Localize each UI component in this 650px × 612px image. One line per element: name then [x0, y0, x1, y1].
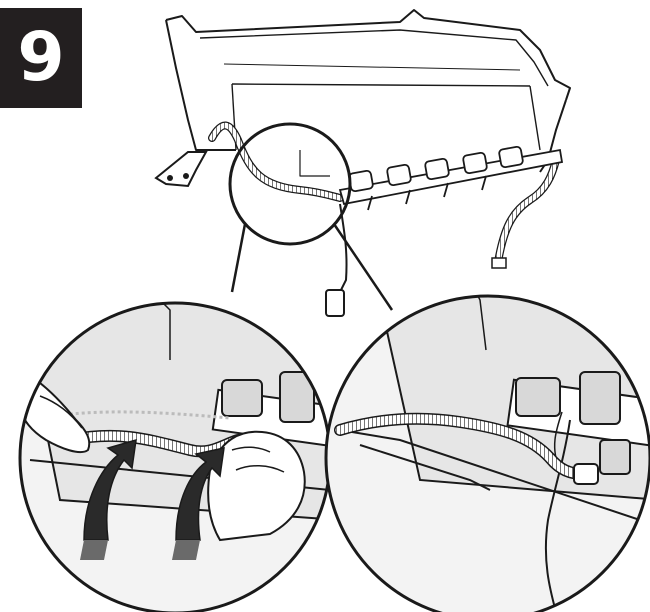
bin-back-rim: [165, 9, 571, 101]
auger-assembly: [338, 145, 564, 211]
curved-up-arrow-icon-2: [172, 447, 225, 560]
callout-leader-left: [230, 223, 247, 293]
bin-left-side: [165, 19, 236, 151]
heater-harness-main: [208, 121, 560, 269]
bin-front-corner-right: [529, 85, 541, 151]
thermostat-connector: [325, 289, 345, 317]
curved-up-arrow-icon: [80, 438, 137, 560]
bin-front-lip: [231, 83, 531, 87]
bin-inner-line: [223, 63, 521, 71]
right-hand: [207, 430, 306, 542]
callout-leader-right: [332, 223, 394, 311]
bin-bottom-step: [299, 150, 330, 177]
bin-inner-rim: [199, 29, 549, 87]
bracket-screw-icon-2: [183, 173, 189, 179]
step-number: 9: [17, 18, 65, 97]
callout-right: [324, 294, 650, 612]
step-number-badge: 9: [0, 8, 82, 108]
callout-ring: [228, 122, 352, 246]
left-hand: [20, 368, 91, 454]
bracket-screw-icon: [167, 175, 173, 181]
mounting-bracket: [154, 151, 208, 188]
callout-left: [18, 301, 332, 612]
